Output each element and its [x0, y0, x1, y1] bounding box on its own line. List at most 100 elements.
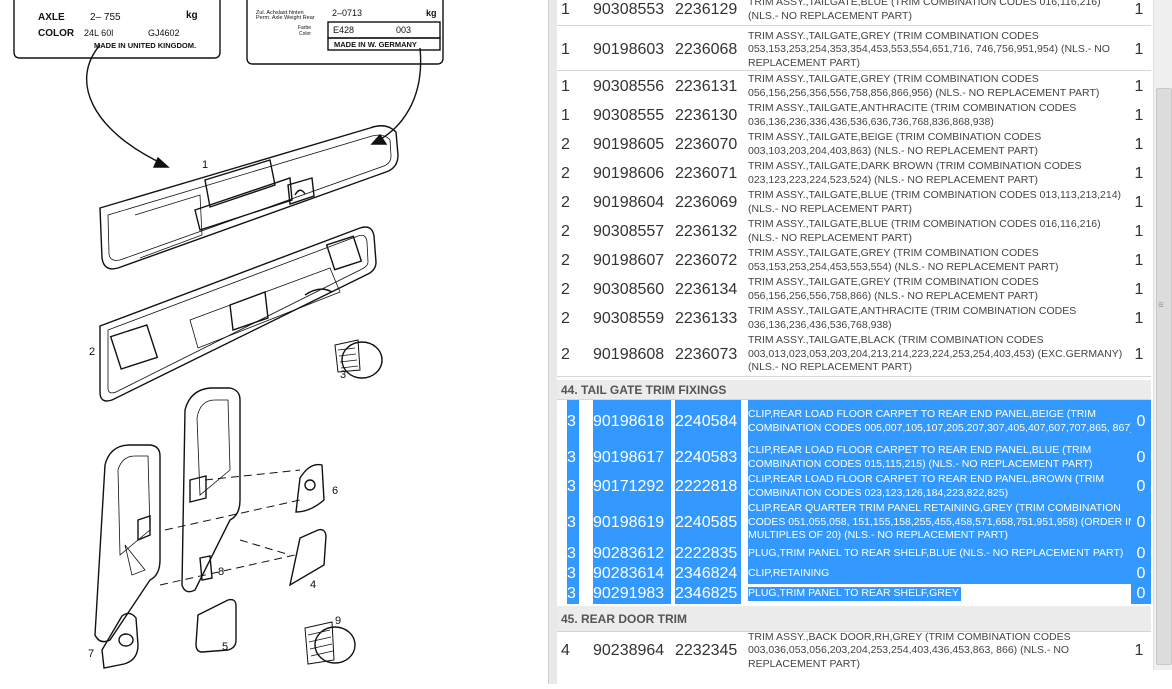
catalog-number-cell: 2236133: [675, 309, 738, 327]
quantity-cell: 1: [1134, 309, 1144, 327]
rear-door-panels: [94, 387, 241, 643]
catalog-number-cell: 2236069: [675, 193, 738, 211]
description-cell: CLIP,REAR QUARTER TRIM PANEL RETAINING,G…: [748, 501, 1140, 544]
qty-cell: 2: [561, 251, 570, 269]
scrollbar-grip-icon: ≡: [1158, 300, 1164, 311]
part-number-cell: 90171292: [593, 472, 671, 501]
vertical-scrollbar[interactable]: ≡: [1153, 0, 1172, 670]
part-number-cell: 90308559: [593, 309, 665, 327]
description-cell: TRIM ASSY.,TAILGATE,GREY (TRIM COMBINATI…: [748, 275, 1039, 302]
plate-right-code1: E428: [333, 25, 354, 35]
catalog-number-cell: 2346825: [675, 584, 741, 604]
quantity-cell: 0: [1131, 544, 1151, 564]
arrow-left: [85, 44, 166, 166]
catalog-number-cell: 2236070: [675, 135, 738, 153]
plate-right-line1: Zul. Achslast hinten: [256, 10, 304, 16]
qty-cell: 3: [567, 472, 579, 501]
plate-axle-value: 2– 755: [90, 12, 121, 23]
qty-cell: 3: [567, 584, 579, 604]
part-number-cell: 90198603: [593, 41, 665, 58]
description-cell: TRIM ASSY.,TAILGATE,BLACK (TRIM COMBINAT…: [748, 334, 1123, 374]
part-number-cell: 90283614: [593, 564, 671, 584]
quantity-cell: 0: [1131, 564, 1151, 584]
quantity-cell: 1: [1134, 345, 1144, 363]
qty-cell: 2: [561, 193, 570, 211]
callout-5: 5: [222, 641, 228, 653]
description-cell: TRIM ASSY.,BACK DOOR,RH,GREY (TRIM COMBI…: [748, 630, 1071, 670]
catalog-number-cell: 2236072: [675, 251, 738, 269]
part-number-cell: 90308557: [593, 222, 665, 240]
clip-8: [199, 555, 213, 581]
plate-color-val2: GJ4602: [148, 28, 180, 38]
catalog-number-cell: 2240585: [675, 501, 741, 544]
cover-5: [195, 598, 237, 653]
quantity-cell: 1: [1134, 135, 1144, 153]
quantity-cell: 1: [1134, 1, 1144, 18]
part-number-cell: 90198607: [593, 251, 665, 269]
catalog-number-cell: 2236134: [675, 280, 738, 298]
qty-cell: 3: [567, 544, 579, 564]
quantity-cell: 1: [1134, 41, 1144, 58]
callout-6: 6: [332, 485, 338, 497]
scrollbar-thumb[interactable]: [1156, 88, 1172, 665]
part-number-cell: 90198606: [593, 164, 665, 182]
plate-made-in-uk: MADE IN UNITED KINGDOM.: [94, 41, 196, 50]
part-number-cell: 90308555: [593, 106, 665, 124]
quantity-cell: 1: [1134, 251, 1144, 269]
part-number-cell: 90198604: [593, 193, 665, 211]
quantity-cell: 0: [1131, 443, 1151, 472]
tailgate-trim-panel-1: [99, 125, 399, 270]
plate-axle-label: AXLE: [38, 12, 65, 23]
catalog-number-cell: 2236130: [675, 106, 738, 124]
quantity-cell: 1: [1134, 193, 1144, 211]
qty-cell: 2: [561, 309, 570, 327]
part-number-cell: 90238964: [593, 642, 665, 659]
catalog-number-cell: 2232345: [675, 642, 738, 659]
description-cell: PLUG,TRIM PANEL TO REAR SHELF,BLUE (NLS.…: [748, 544, 1140, 564]
callout-9: 9: [335, 615, 341, 627]
cover-7: [101, 612, 139, 669]
description-cell: TRIM ASSY.,TAILGATE,BLUE (TRIM COMBINATI…: [748, 0, 1101, 22]
catalog-number-cell: 2236132: [675, 222, 738, 240]
parts-diagram[interactable]: AXLE 2– 755 kg COLOR 24L 60l GJ4602 MADE…: [0, 0, 548, 684]
description-cell: TRIM ASSY.,TAILGATE,BEIGE (TRIM COMBINAT…: [748, 130, 1042, 157]
callout-8: 8: [218, 566, 224, 578]
plate-axle-unit: kg: [186, 10, 198, 21]
part-number-cell: 90283612: [593, 544, 671, 564]
description-cell: TRIM ASSY.,TAILGATE,GREY (TRIM COMBINATI…: [748, 29, 1110, 69]
description-cell: TRIM ASSY.,TAILGATE,DARK BROWN (TRIM COM…: [748, 159, 1082, 186]
qty-cell: 3: [567, 564, 579, 584]
qty-cell: 2: [561, 345, 570, 363]
qty-cell: 2: [561, 164, 570, 182]
quantity-cell: 1: [1134, 106, 1144, 124]
catalog-number-cell: 2236131: [675, 77, 738, 95]
qty-cell: 1: [561, 106, 570, 124]
cover-4: [288, 528, 327, 587]
qty-cell: 2: [561, 222, 570, 240]
quantity-cell: 1: [1134, 222, 1144, 240]
plate-made-in-germany: MADE IN W. GERMANY: [334, 40, 417, 49]
plate-color-label: COLOR: [38, 28, 75, 39]
catalog-number-cell: 2346824: [675, 564, 741, 584]
